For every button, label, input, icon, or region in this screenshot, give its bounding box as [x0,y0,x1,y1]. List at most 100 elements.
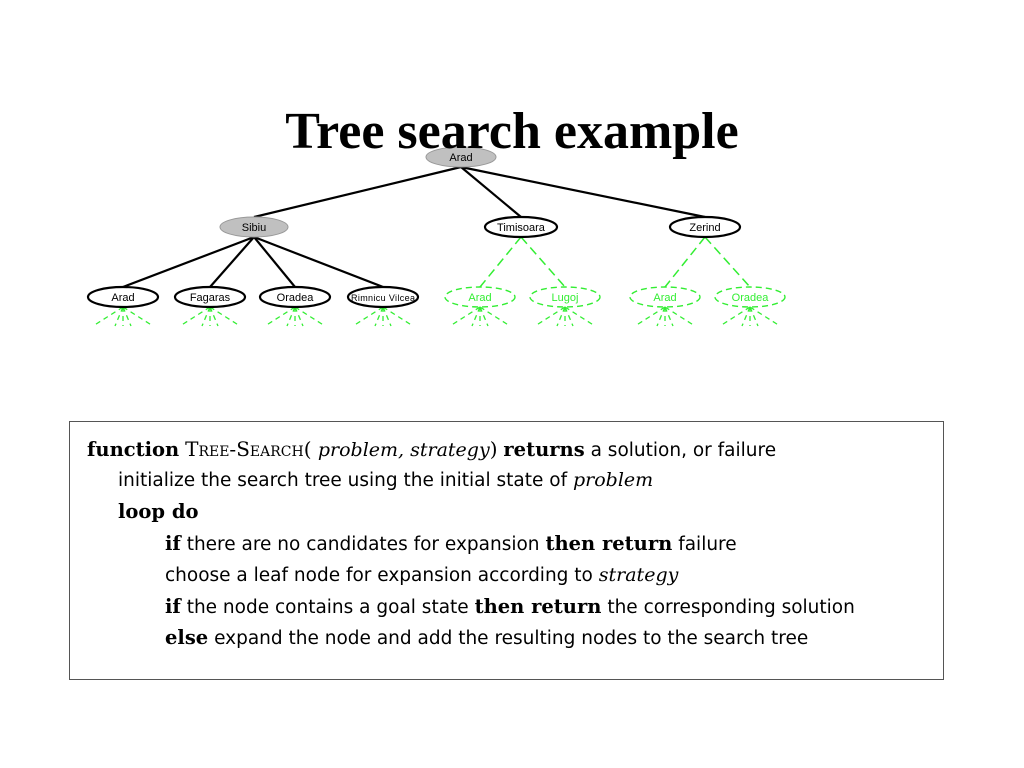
tree-node-rimnicu-vilcea: Rimnicu Vilcea [346,285,420,309]
node-ellipse [668,215,742,239]
tree-edge-timisoara-arad [479,236,522,288]
tree-node-oradea: Oradea [714,286,786,308]
node-label: Arad [449,152,472,164]
leaf-stub-oradea-2-1 [286,306,296,327]
node-label: Zerind [689,222,720,234]
leaf-stub-oradea-7-4 [749,306,781,327]
leaf-stub-lugoj-5-1 [556,306,566,327]
leaf-stub-oradea-7-1 [741,306,751,327]
keyword-else: else [165,626,209,649]
tree-node-arad: Arad [425,146,497,168]
node-ellipse [86,285,160,309]
leaf-stub-arad-0-0 [92,306,124,327]
choose-text: choose a leaf node for expansion accordi… [165,565,593,586]
pseudocode-line-6: if the node contains a goal state then r… [165,595,855,620]
pseudocode-line-5: choose a leaf node for expansion accordi… [165,563,678,588]
node-label: Arad [111,292,134,304]
node-ellipse [483,215,559,239]
keyword-then-return: then return [474,595,602,618]
leaf-stub-oradea-7-3 [749,306,759,327]
node-label: Lugoj [552,292,579,304]
function-params: problem, strategy [317,439,490,461]
variable-strategy: strategy [598,564,679,586]
leaf-stub-rimnicu-vilcea-3-0 [352,306,384,327]
leaf-stub-oradea-2-0 [264,306,296,327]
leaf-stub-arad-4-4 [479,306,511,327]
pseudocode-line-2: initialize the search tree using the ini… [118,468,653,493]
keyword-if: if [165,532,181,555]
tree-node-sibiu: Sibiu [219,216,289,238]
node-label: Fagaras [190,292,231,304]
node-label: Arad [653,292,676,304]
tree-edges [122,165,751,289]
leaf-stub-arad-0-1 [114,306,124,327]
condition-text: the node contains a goal state [186,597,469,618]
leaf-stub-lugoj-5-4 [564,306,596,327]
condition-text: there are no candidates for expansion [186,534,540,555]
keyword-returns: returns [503,438,585,461]
leaf-stub-arad-6-3 [664,306,674,327]
node-ellipse [714,286,786,308]
leaf-stub-arad-4-1 [471,306,481,327]
pseudocode-line-4: if there are no candidates for expansion… [165,532,737,557]
leaf-stub-fagaras-1-0 [179,306,211,327]
tree-edge-sibiu-oradea [253,236,296,288]
tree-node-timisoara: Timisoara [483,215,559,239]
leaf-stub-arad-0-4 [122,306,154,327]
tree-edge-root-zerind [460,165,706,219]
tree-edge-zerind-arad [664,236,706,288]
close-paren: ) [489,437,498,461]
leaf-stub-arad-0-3 [122,306,132,327]
tree-node-arad: Arad [629,286,701,308]
keyword-loop-do: loop do [118,500,199,523]
pseudocode-line-7: else expand the node and add the resulti… [165,626,808,651]
leaf-stub-fagaras-1-3 [209,306,219,327]
node-label: Oradea [732,292,770,304]
tree-leaf-stubs [92,306,781,327]
initialize-text: initialize the search tree using the ini… [118,470,568,491]
expand-text: expand the node and add the resulting no… [214,628,809,649]
tree-edge-sibiu-rimnicu-vilcea [253,235,384,289]
leaf-stub-fagaras-1-4 [209,306,241,327]
keyword-function: function [87,438,180,461]
node-ellipse [346,285,420,309]
leaf-stub-arad-4-0 [449,306,481,327]
tree-node-lugoj: Lugoj [529,286,601,308]
pseudocode-line-3: loop do [118,500,199,525]
keyword-if: if [165,595,181,618]
leaf-stub-fagaras-1-1 [201,306,211,327]
leaf-stub-arad-6-0 [634,306,666,327]
result-text: the corresponding solution [607,597,855,618]
tree-edge-root-sibiu [253,165,462,219]
slide-title: Tree search example [285,103,739,160]
node-ellipse [444,286,516,308]
leaf-stub-oradea-2-3 [294,306,304,327]
node-label: Arad [468,292,491,304]
tree-edge-zerind-oradea [704,236,751,288]
return-description: a solution, or failure [590,440,777,461]
node-ellipse [219,216,289,238]
node-label: Oradea [277,292,315,304]
node-ellipse [258,285,332,309]
function-name: Tree-Search [185,437,304,461]
node-label: Rimnicu Vilcea [351,293,415,303]
tree-edge-root-timisoara [460,166,522,218]
leaf-stub-arad-6-4 [664,306,696,327]
leaf-stub-arad-4-3 [479,306,489,327]
node-ellipse [529,286,601,308]
leaf-stub-oradea-7-0 [719,306,751,327]
node-ellipse [629,286,701,308]
leaf-stub-lugoj-5-3 [564,306,574,327]
tree-node-arad: Arad [86,285,160,309]
leaf-stub-lugoj-5-0 [534,306,566,327]
tree-edge-sibiu-arad [122,235,255,289]
tree-search-pseudocode-box: function Tree-Search( problem, strategy)… [69,421,944,680]
leaf-stub-rimnicu-vilcea-3-1 [374,306,384,327]
leaf-stub-rimnicu-vilcea-3-4 [382,306,414,327]
leaf-stub-oradea-2-4 [294,306,326,327]
variable-problem: problem [572,469,654,491]
tree-node-oradea: Oradea [258,285,332,309]
tree-node-fagaras: Fagaras [173,285,247,309]
